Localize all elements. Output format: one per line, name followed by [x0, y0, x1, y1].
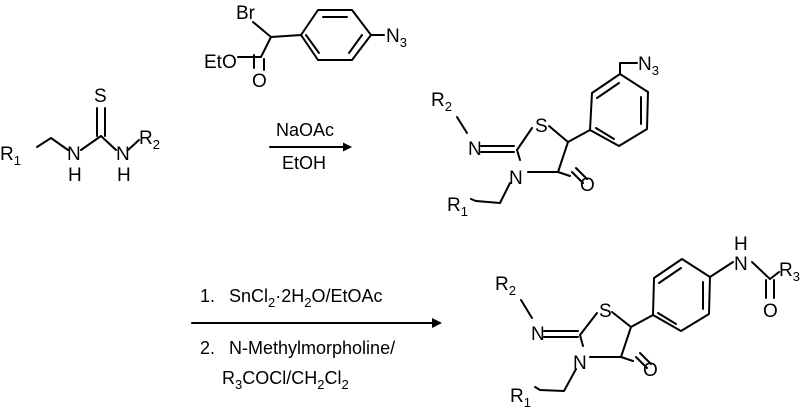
r1-label: R1: [510, 386, 531, 410]
step2-line3: R3COCl/CH2Cl2: [222, 368, 349, 392]
h-atom: H: [117, 165, 131, 186]
reagent-naoac: NaOAc: [276, 120, 334, 140]
bromo-azido-ester-structure: Br EtO O N3: [204, 3, 407, 92]
ring-n-atom: N: [509, 168, 523, 189]
ethoxy-label: EtO: [204, 52, 237, 73]
r2-label: R2: [139, 128, 160, 152]
reagent-bonds: [237, 9, 385, 71]
azide-label: N3: [386, 26, 407, 50]
carbonyl-o-atom: O: [252, 71, 267, 92]
n-atom: N: [67, 144, 81, 165]
r1-label: R1: [447, 195, 468, 219]
azido-thiazolidinone-structure: R2 N S N O N3 R1: [431, 54, 659, 219]
imine-n-atom: N: [531, 324, 545, 345]
amide-h-atom: H: [734, 234, 748, 255]
r2-label: R2: [431, 90, 452, 114]
n-atom: N: [116, 144, 130, 165]
carbonyl-o-atom: O: [643, 360, 658, 381]
step2-conditions: 1.SnCl2·2H2O/EtOAc 2.N-Methylmorpholine/…: [191, 286, 442, 392]
thione-s-atom: S: [94, 86, 107, 107]
amide-thiazolidinone-structure: R2 N S N O H N R3 O R1: [495, 234, 800, 410]
arrowhead-1: [343, 142, 352, 152]
r1-label: R1: [0, 144, 21, 168]
amide-o-atom: O: [763, 301, 778, 322]
solvent-etoh: EtOH: [282, 153, 326, 173]
carbonyl-o-atom: O: [580, 175, 595, 196]
amide-n-atom: N: [734, 254, 748, 275]
bromine-atom: Br: [236, 3, 256, 24]
product1-bonds: [456, 62, 649, 204]
azide-label: N3: [638, 54, 659, 78]
r3-label: R3: [779, 260, 800, 284]
product2-bonds: [520, 258, 780, 392]
imine-n-atom: N: [468, 139, 482, 160]
r2-label: R2: [495, 274, 516, 298]
step1-conditions: NaOAc EtOH: [269, 120, 352, 173]
ring-s-atom: S: [535, 116, 548, 137]
thiourea-structure: R1 N H S N H R2: [0, 86, 160, 186]
step2-line2: 2.N-Methylmorpholine/: [200, 338, 395, 358]
ring-n-atom: N: [573, 353, 587, 374]
h-atom: H: [68, 165, 82, 186]
ring-s-atom: S: [599, 301, 612, 322]
thiourea-bonds: [36, 107, 140, 151]
step2-line1: 1.SnCl2·2H2O/EtOAc: [200, 286, 383, 310]
arrowhead-2: [432, 318, 442, 328]
